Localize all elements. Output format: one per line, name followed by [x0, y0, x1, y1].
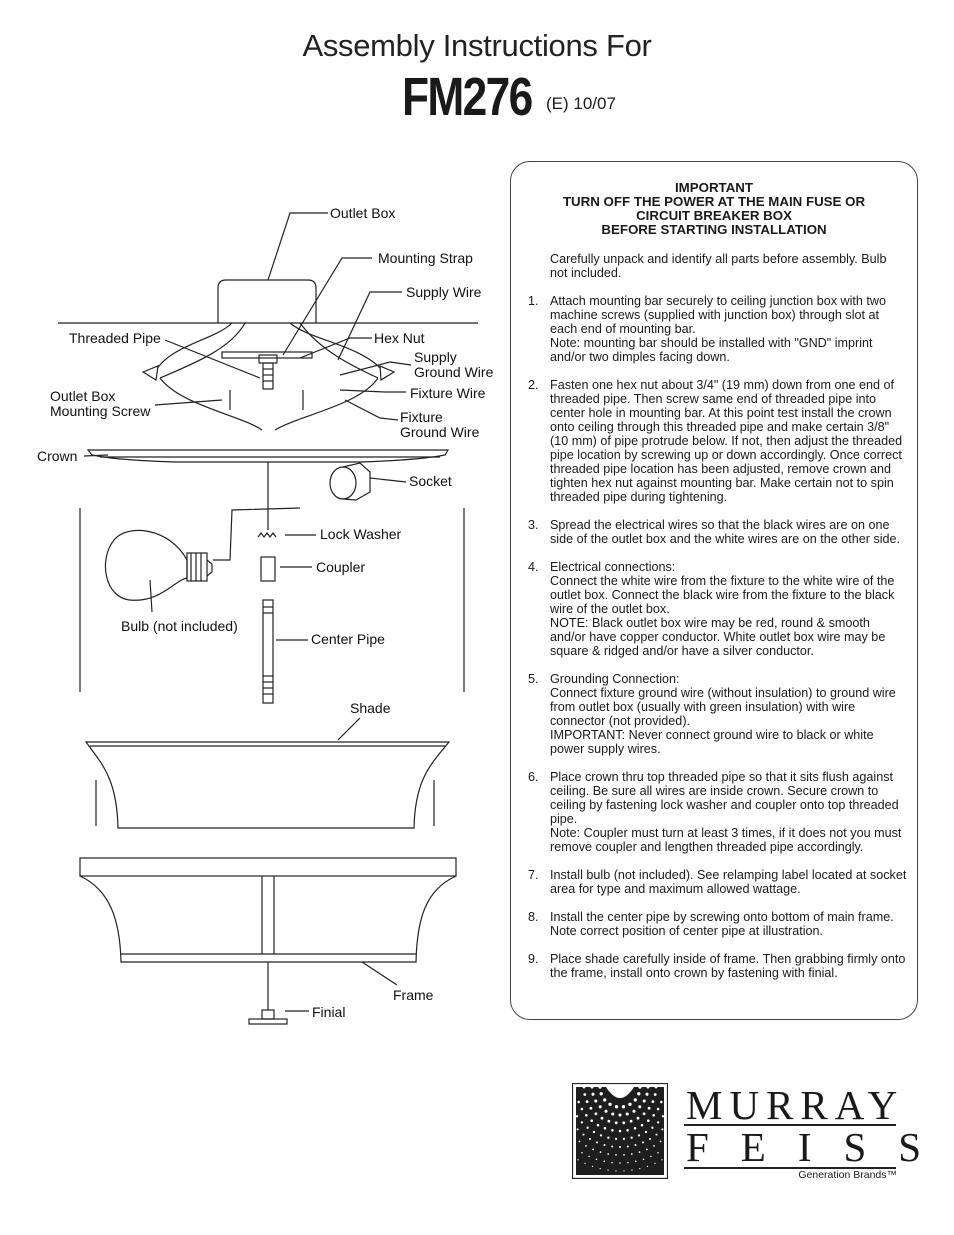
socket-shape — [329, 466, 357, 500]
instruction-step: 6. Place crown thru top threaded pipe so … — [528, 770, 908, 854]
step-number: 7. — [528, 868, 539, 882]
logo-sunburst-icon — [572, 1083, 668, 1179]
label-hex-nut: Hex Nut — [374, 330, 425, 346]
label-supply-wire: Supply Wire — [406, 284, 482, 300]
instruction-step: 2. Fasten one hex nut about 3/4" (19 mm) … — [528, 378, 908, 504]
hex-nut-shape — [258, 354, 278, 364]
instruction-step: 5. Grounding Connection: Connect fixture … — [528, 672, 908, 756]
finial-shape — [261, 1009, 275, 1020]
instruction-steps: 1. Attach mounting bar securely to ceilin… — [528, 294, 908, 994]
warning-line-3: CIRCUIT BREAKER BOX — [636, 208, 792, 223]
step-text: Install bulb (not included). See relampi… — [550, 868, 907, 896]
label-supply-ground-1: Supply — [414, 349, 457, 365]
outlet-box-shape — [217, 279, 317, 323]
bulb-shape — [104, 529, 188, 601]
lock-washer-shape — [257, 532, 277, 538]
step-number: 6. — [528, 770, 539, 784]
wire-left-1 — [154, 322, 233, 373]
threaded-pipe-shape — [262, 362, 274, 390]
step-text: Fasten one hex nut about 3/4" (19 mm) do… — [550, 378, 903, 504]
brand-subtitle: Generation Brands™ — [798, 1169, 897, 1181]
label-lock-washer: Lock Washer — [320, 526, 402, 542]
instruction-step: 8. Install the center pipe by screwing on… — [528, 910, 908, 938]
label-fixture-ground-2: Ground Wire — [400, 424, 480, 440]
warning-line-1: IMPORTANT — [674, 180, 754, 195]
label-mounting-strap: Mounting Strap — [378, 250, 473, 266]
brand-name-line-2: FEISS — [686, 1124, 954, 1170]
label-outlet-box-screw-2: Mounting Screw — [50, 403, 151, 419]
step-number: 5. — [528, 672, 539, 686]
brand-rule — [684, 1124, 896, 1126]
center-pipe-shape — [262, 599, 274, 704]
step-number: 9. — [528, 952, 539, 966]
model-line: FM276 (E) 10/07 — [402, 66, 616, 128]
warning-line-4: BEFORE STARTING INSTALLATION — [601, 222, 827, 237]
step-text: Place shade carefully inside of frame. T… — [550, 952, 906, 980]
step-text: Place crown thru top threaded pipe so th… — [550, 770, 902, 854]
instruction-step: 3. Spread the electrical wires so that th… — [528, 518, 908, 546]
shade-shape — [84, 741, 451, 829]
model-number: FM276 — [402, 67, 533, 127]
instruction-step: 1. Attach mounting bar securely to ceilin… — [528, 294, 908, 364]
label-fixture-ground-1: Fixture — [400, 409, 443, 425]
step-text: Attach mounting bar securely to ceiling … — [550, 294, 887, 364]
model-revision: (E) 10/07 — [546, 94, 616, 113]
step-number: 1. — [528, 294, 539, 308]
label-socket: Socket — [409, 473, 452, 489]
step-number: 4. — [528, 560, 539, 574]
instructions-panel — [510, 161, 918, 1020]
warning-line-2: TURN OFF THE POWER AT THE MAIN FUSE OR — [562, 194, 866, 209]
label-frame: Frame — [393, 987, 434, 1003]
label-outlet-box: Outlet Box — [330, 205, 396, 221]
intro-text: Carefully unpack and identify all parts … — [550, 252, 887, 280]
label-finial: Finial — [312, 1004, 346, 1020]
assembly-diagram — [58, 212, 478, 1025]
step-text: Spread the electrical wires so that the … — [550, 518, 901, 546]
step-number: 3. — [528, 518, 539, 532]
brand-name-line-1: MURRAY — [686, 1082, 905, 1128]
step-text: Install the center pipe by screwing onto… — [550, 910, 894, 938]
label-crown: Crown — [37, 448, 78, 464]
instruction-step: 9. Place shade carefully inside of frame.… — [528, 952, 908, 980]
label-supply-ground-2: Ground Wire — [414, 364, 494, 380]
label-fixture-wire: Fixture Wire — [410, 385, 486, 401]
label-center-pipe: Center Pipe — [311, 631, 385, 647]
coupler-shape — [260, 556, 276, 582]
mounting-strap-shape — [221, 351, 313, 359]
wire-right-1 — [289, 322, 383, 371]
label-coupler: Coupler — [316, 559, 366, 575]
step-number: 2. — [528, 378, 539, 392]
label-bulb: Bulb (not included) — [121, 618, 238, 634]
frame-rim — [79, 857, 457, 877]
brand-rule-2 — [684, 1167, 896, 1169]
label-outlet-box-screw-1: Outlet Box — [50, 388, 116, 404]
important-warning: IMPORTANT TURN OFF THE POWER AT THE MAIN… — [510, 181, 918, 237]
instruction-step: 7. Install bulb (not included). See relam… — [528, 868, 908, 896]
instruction-step: 4. Electrical connections: Connect the wh… — [528, 560, 908, 658]
step-text: Grounding Connection: Connect fixture gr… — [550, 672, 896, 756]
document-title: Assembly Instructions For — [302, 28, 652, 63]
step-text: Electrical connections: Connect the whit… — [550, 560, 895, 658]
crown-shape — [86, 449, 450, 463]
step-number: 8. — [528, 910, 539, 924]
brand-logo: MURRAY FEISS Generation Brands™ — [572, 1083, 921, 1183]
label-shade: Shade — [350, 700, 391, 716]
label-threaded-pipe: Threaded Pipe — [69, 330, 161, 346]
